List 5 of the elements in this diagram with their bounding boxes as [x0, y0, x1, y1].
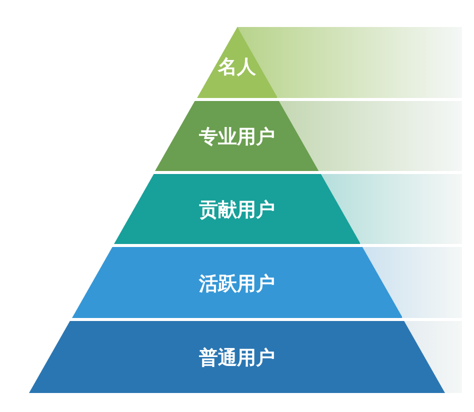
pyramid-level: 普通用户	[29, 321, 445, 393]
pyramid-level: 贡献用户	[114, 174, 360, 244]
pyramid-level: 名人	[196, 27, 278, 98]
pyramid-level: 活跃用户	[72, 247, 402, 318]
pyramid-level: 专业用户	[155, 101, 319, 171]
